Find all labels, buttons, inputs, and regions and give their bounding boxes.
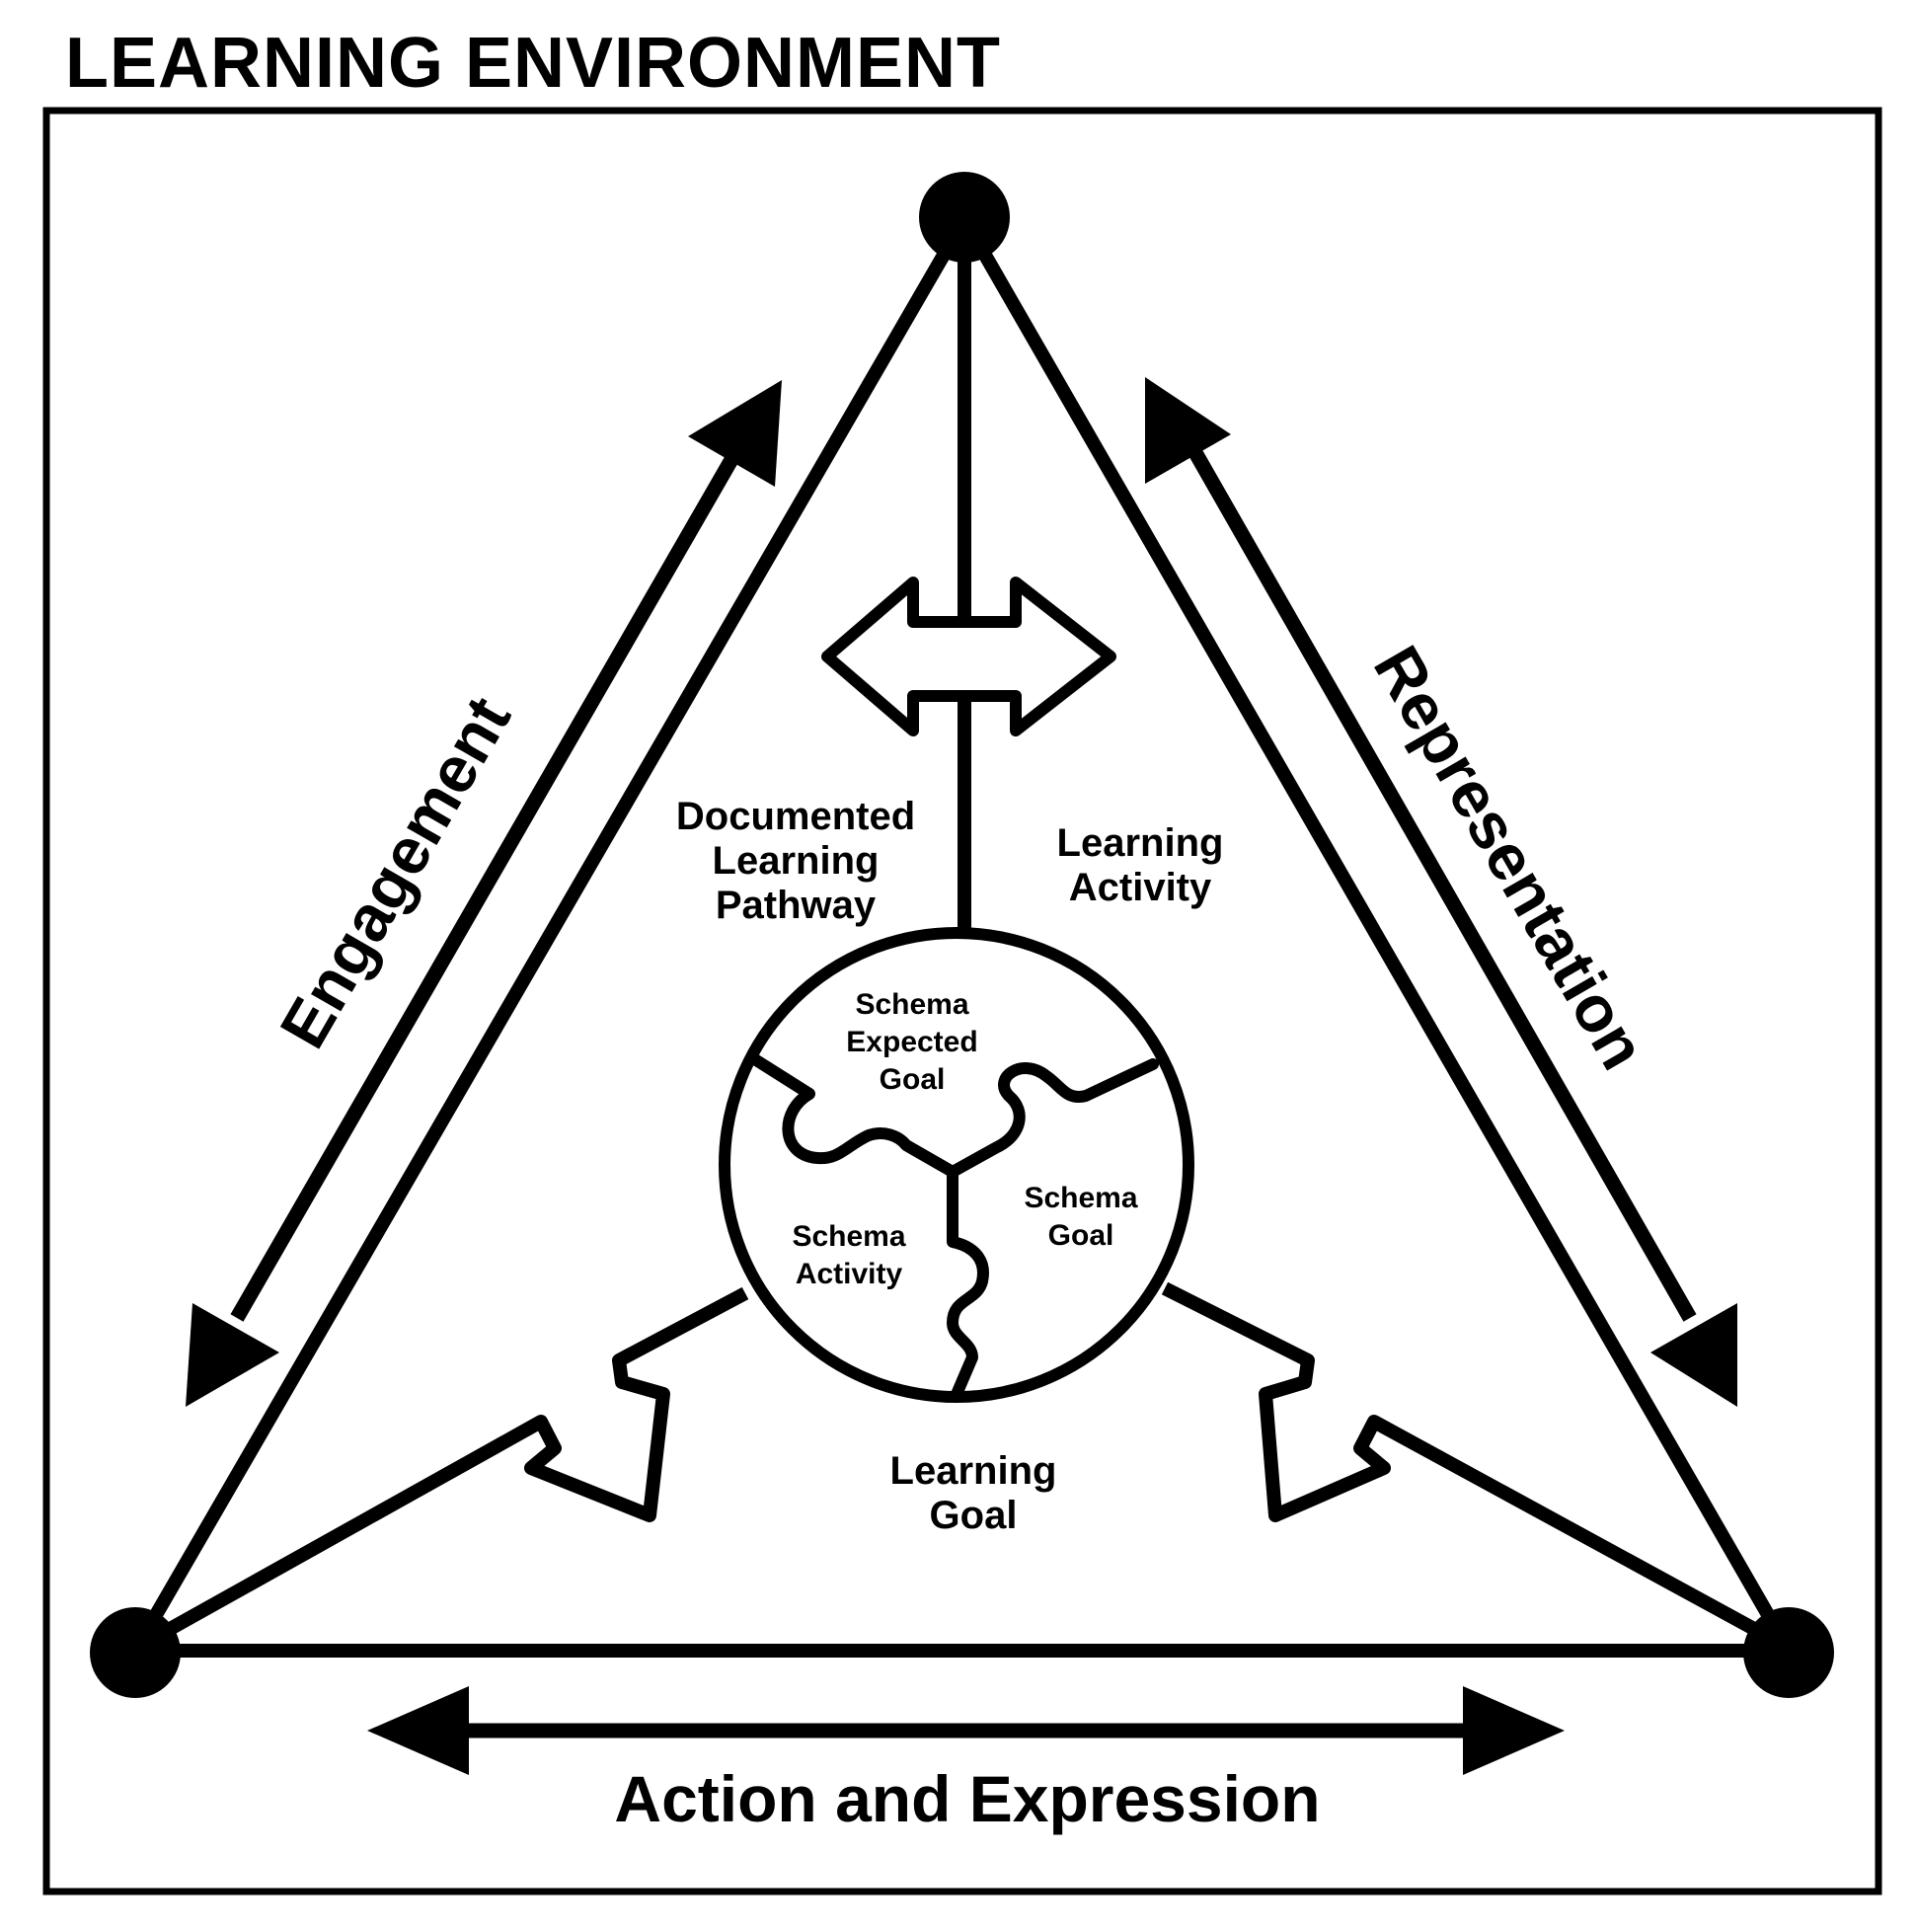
schema-expected-goal-label: Schema Expected Goal	[846, 988, 977, 1096]
action-expression-arrow	[367, 1686, 1565, 1775]
learning-activity-label: Learning Activity	[1057, 821, 1224, 909]
vertex-top	[919, 172, 1010, 263]
double-arrow-icon	[821, 577, 1116, 736]
schema-activity-line-1: Schema	[792, 1220, 905, 1253]
environment-frame	[42, 107, 1882, 1895]
schema-expected-line-2: Expected	[846, 1026, 977, 1058]
documented-pathway-label: Documented Learning Pathway	[676, 795, 915, 927]
action-expression-label: Action and Expression	[614, 1762, 1320, 1835]
left-puzzle-connector	[134, 1286, 749, 1654]
schema-expected-line-1: Schema	[855, 988, 968, 1021]
schema-activity-line-2: Activity	[796, 1258, 903, 1290]
schema-goal-line-1: Schema	[1024, 1182, 1137, 1214]
schema-goal-line-2: Goal	[1048, 1219, 1114, 1252]
learning-goal-label: Learning Goal	[890, 1449, 1057, 1537]
representation-arrow	[1145, 377, 1737, 1407]
schema-activity-label: Schema Activity	[792, 1220, 905, 1290]
pathway-line-1: Documented	[676, 795, 915, 838]
activity-line-2: Activity	[1069, 866, 1212, 909]
diagram-title: LEARNING ENVIRONMENT	[65, 24, 1001, 103]
schema-goal-label: Schema Goal	[1024, 1182, 1137, 1252]
schema-expected-line-3: Goal	[880, 1063, 946, 1096]
activity-line-1: Learning	[1057, 821, 1224, 865]
pathway-line-2: Learning	[713, 839, 880, 883]
right-puzzle-connector	[1161, 1281, 1791, 1654]
schema-dividers	[747, 1052, 1159, 1398]
goal-line-1: Learning	[890, 1449, 1057, 1493]
engagement-arrow	[186, 380, 782, 1407]
pathway-line-3: Pathway	[716, 884, 877, 927]
vertex-left	[90, 1607, 181, 1698]
vertex-right	[1743, 1607, 1834, 1698]
triangle	[128, 212, 1796, 1658]
goal-line-2: Goal	[930, 1494, 1018, 1537]
